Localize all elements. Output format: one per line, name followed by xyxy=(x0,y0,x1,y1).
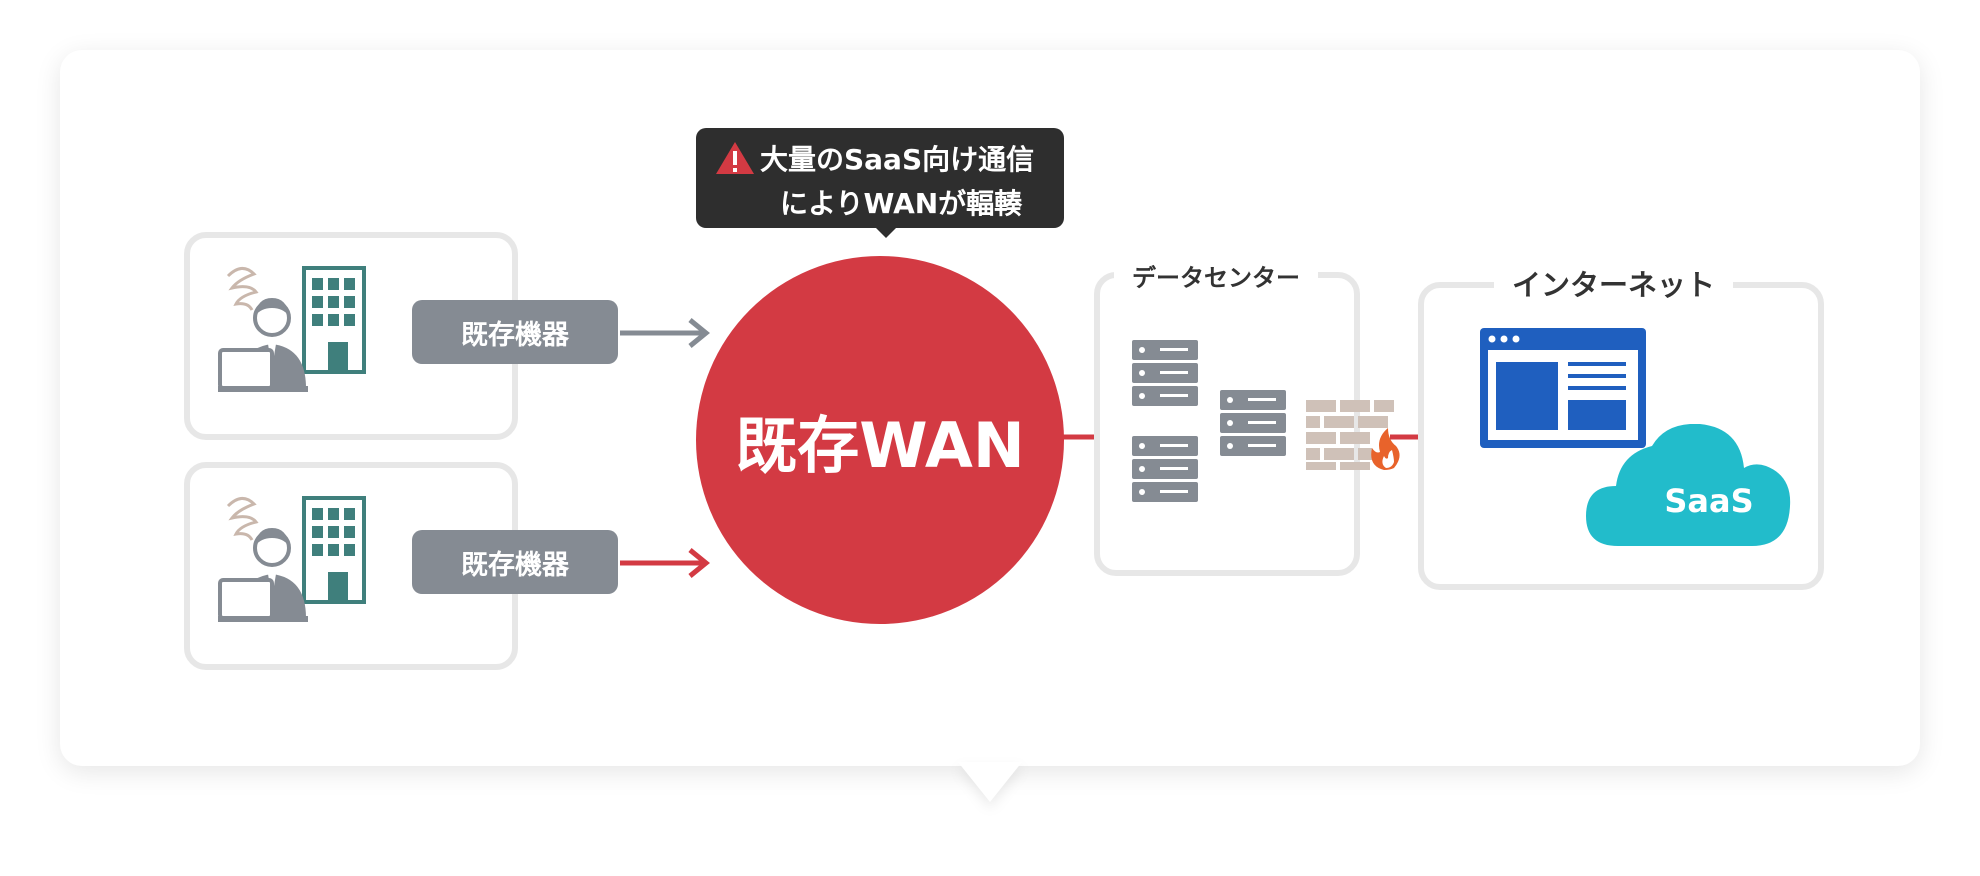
callout-text-line1: 大量のSaaS向け通信 xyxy=(760,143,1035,176)
warning-icon xyxy=(716,142,754,174)
existing-wan-node: 既存WAN xyxy=(696,256,1064,624)
server-icon xyxy=(1132,436,1198,502)
datacenter-label: データセンター xyxy=(1114,258,1318,293)
wan-to-datacenter-line xyxy=(1062,434,1098,440)
card-pointer xyxy=(958,762,1022,802)
arrow-site2-to-wan xyxy=(620,548,710,578)
saas-cloud-icon xyxy=(1586,424,1791,546)
branch-site-2 xyxy=(184,462,518,670)
existing-device-2: 既存機器 xyxy=(412,530,618,594)
office-worker-icon xyxy=(218,266,366,392)
office-worker-icon xyxy=(218,496,366,622)
saas-label: SaaS xyxy=(1664,482,1754,520)
internet-label: インターネット xyxy=(1494,262,1734,304)
server-icon xyxy=(1132,340,1198,406)
callout-pointer xyxy=(874,226,898,238)
server-icon xyxy=(1220,390,1286,456)
wan-label: 既存WAN xyxy=(735,409,1025,482)
firewall-icon xyxy=(1306,400,1400,470)
congestion-callout: 大量のSaaS向け通信 によりWANが輻輳 xyxy=(696,128,1064,228)
existing-device-1: 既存機器 xyxy=(412,300,618,364)
arrow-site1-to-wan xyxy=(620,318,710,348)
callout-text-line2: によりWANが輻輳 xyxy=(780,187,1023,220)
browser-window-icon xyxy=(1480,328,1646,448)
